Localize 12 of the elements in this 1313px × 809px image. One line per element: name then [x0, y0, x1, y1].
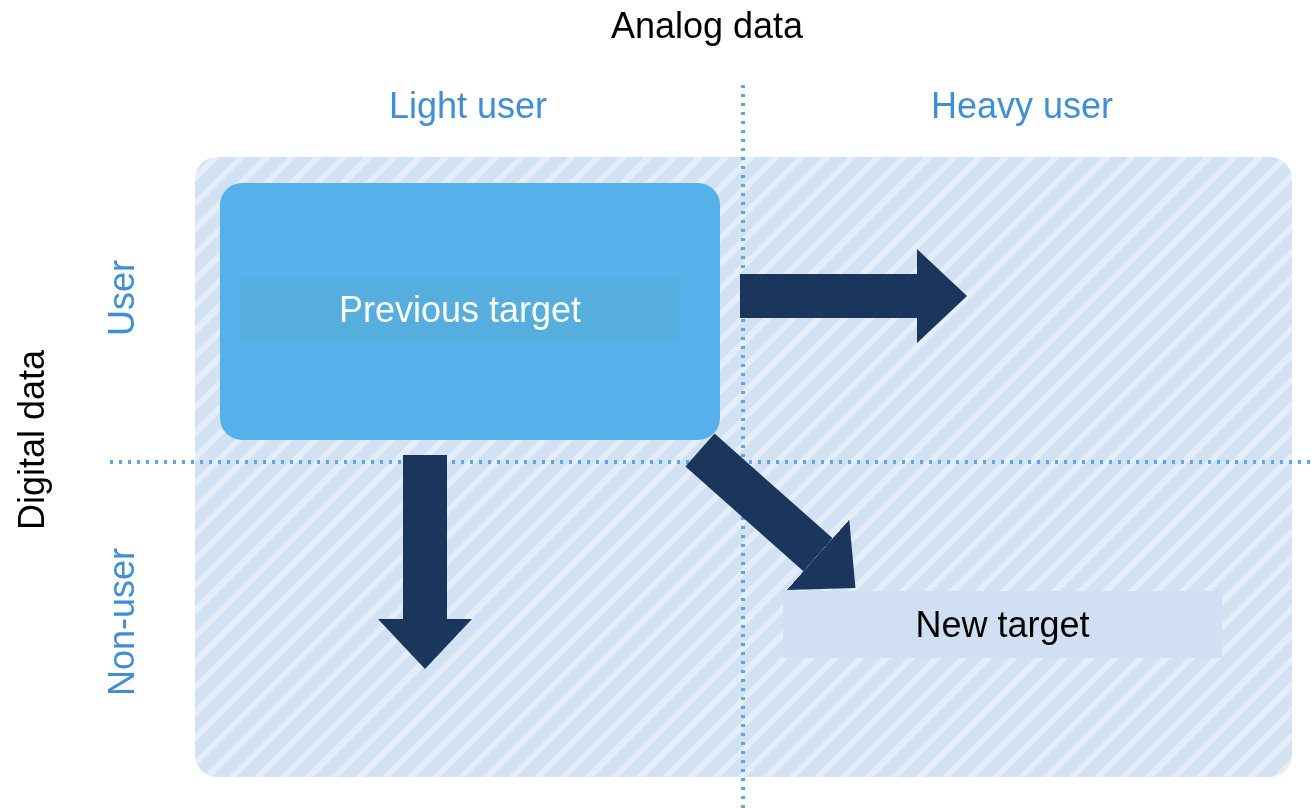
axis-label: Heavy user [930, 88, 1114, 124]
axis-label: User [104, 260, 140, 336]
node-label: Previous target [338, 288, 582, 332]
block-arrow [685, 433, 856, 590]
block-arrow [378, 455, 472, 669]
block-arrow [740, 249, 967, 343]
node-label: New target [915, 602, 1090, 647]
axis-label: Light user [388, 88, 548, 124]
axis-label: Non-user [104, 547, 140, 697]
axis-label: Digital data [14, 349, 50, 531]
axis-label: Analog data [610, 8, 804, 44]
target-box [220, 183, 720, 440]
